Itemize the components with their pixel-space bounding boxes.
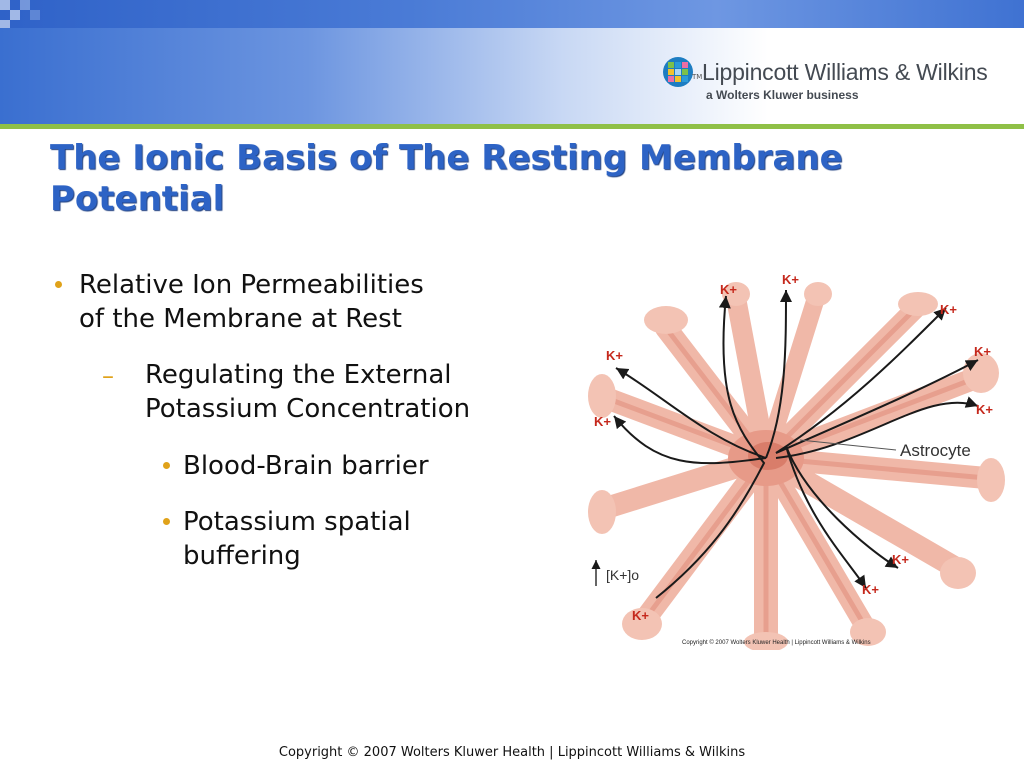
ion-label: K+	[632, 608, 649, 623]
bullet-level-3-a: Blood-Brain barrier	[183, 449, 563, 483]
bullet-level-3-b-line-1: Potassium spatial	[183, 507, 411, 537]
ion-label: K+	[892, 552, 909, 567]
bullet-level-3-a-text: Blood-Brain barrier	[183, 451, 429, 481]
bullet-dot	[55, 281, 62, 288]
slide-title: The Ionic Basis of The Resting Membrane …	[50, 138, 1000, 220]
slide-title-line-2: Potential	[50, 179, 225, 219]
header-banner: TM Lippincott Williams & Wilkins a Wolte…	[0, 0, 1024, 129]
slide-footer-copyright: Copyright © 2007 Wolters Kluwer Health |…	[278, 745, 746, 760]
bullet-level-3-b-line-2: buffering	[183, 541, 301, 571]
bullet-level-2-line-2: Potassium Concentration	[145, 394, 471, 424]
bullet-dot	[163, 518, 170, 525]
bullet-level-2: Regulating the External Potassium Concen…	[145, 358, 565, 426]
header-top-bar	[0, 0, 1024, 28]
potassium-labels: K+ K+ K+ K+ K+ K+ K+ K+ K+ K+	[594, 272, 993, 623]
slide-title-line-1: The Ionic Basis of The Resting Membrane	[50, 138, 843, 178]
bullet-level-1-line-2: of the Membrane at Rest	[79, 304, 402, 334]
header-decoration	[0, 0, 70, 28]
ion-label: K+	[782, 272, 799, 287]
header-green-stripe	[0, 124, 1024, 129]
bullet-level-3-b: Potassium spatial buffering	[183, 505, 563, 573]
astrocyte-illustration: K+ K+ K+ K+ K+ K+ K+ K+ K+ K+ Astrocyte …	[588, 272, 1005, 650]
ion-label: K+	[594, 414, 611, 429]
logo-tagline: a Wolters Kluwer business	[706, 88, 859, 102]
logo-name: Lippincott Williams & Wilkins	[702, 59, 988, 85]
bullet-level-2-line-1: Regulating the External	[145, 360, 452, 390]
concentration-label: [K+]o	[606, 567, 639, 583]
ion-label: K+	[974, 344, 991, 359]
bullet-dash: –	[102, 362, 114, 390]
bullet-level-1: Relative Ion Permeabilities of the Membr…	[79, 268, 539, 336]
figure-copyright: Copyright © 2007 Wolters Kluwer Health |…	[682, 639, 871, 646]
ion-label: K+	[606, 348, 623, 363]
ion-label: K+	[940, 302, 957, 317]
logo-trademark: TM	[692, 73, 703, 81]
astrocyte-pointer-line	[799, 439, 897, 451]
concentration-indicator: [K+]o	[591, 560, 639, 586]
publisher-logo: TM Lippincott Williams & Wilkins a Wolte…	[662, 53, 1002, 103]
astrocyte-label: Astrocyte	[900, 441, 971, 460]
astrocyte-endfeet	[588, 282, 1005, 650]
ion-label: K+	[862, 582, 879, 597]
ion-label: K+	[720, 282, 737, 297]
bullet-dot	[163, 462, 170, 469]
logo-mosaic-icon	[663, 57, 693, 87]
bullet-level-1-line-1: Relative Ion Permeabilities	[79, 270, 424, 300]
potassium-flow-arrows	[613, 289, 979, 599]
ion-label: K+	[976, 402, 993, 417]
